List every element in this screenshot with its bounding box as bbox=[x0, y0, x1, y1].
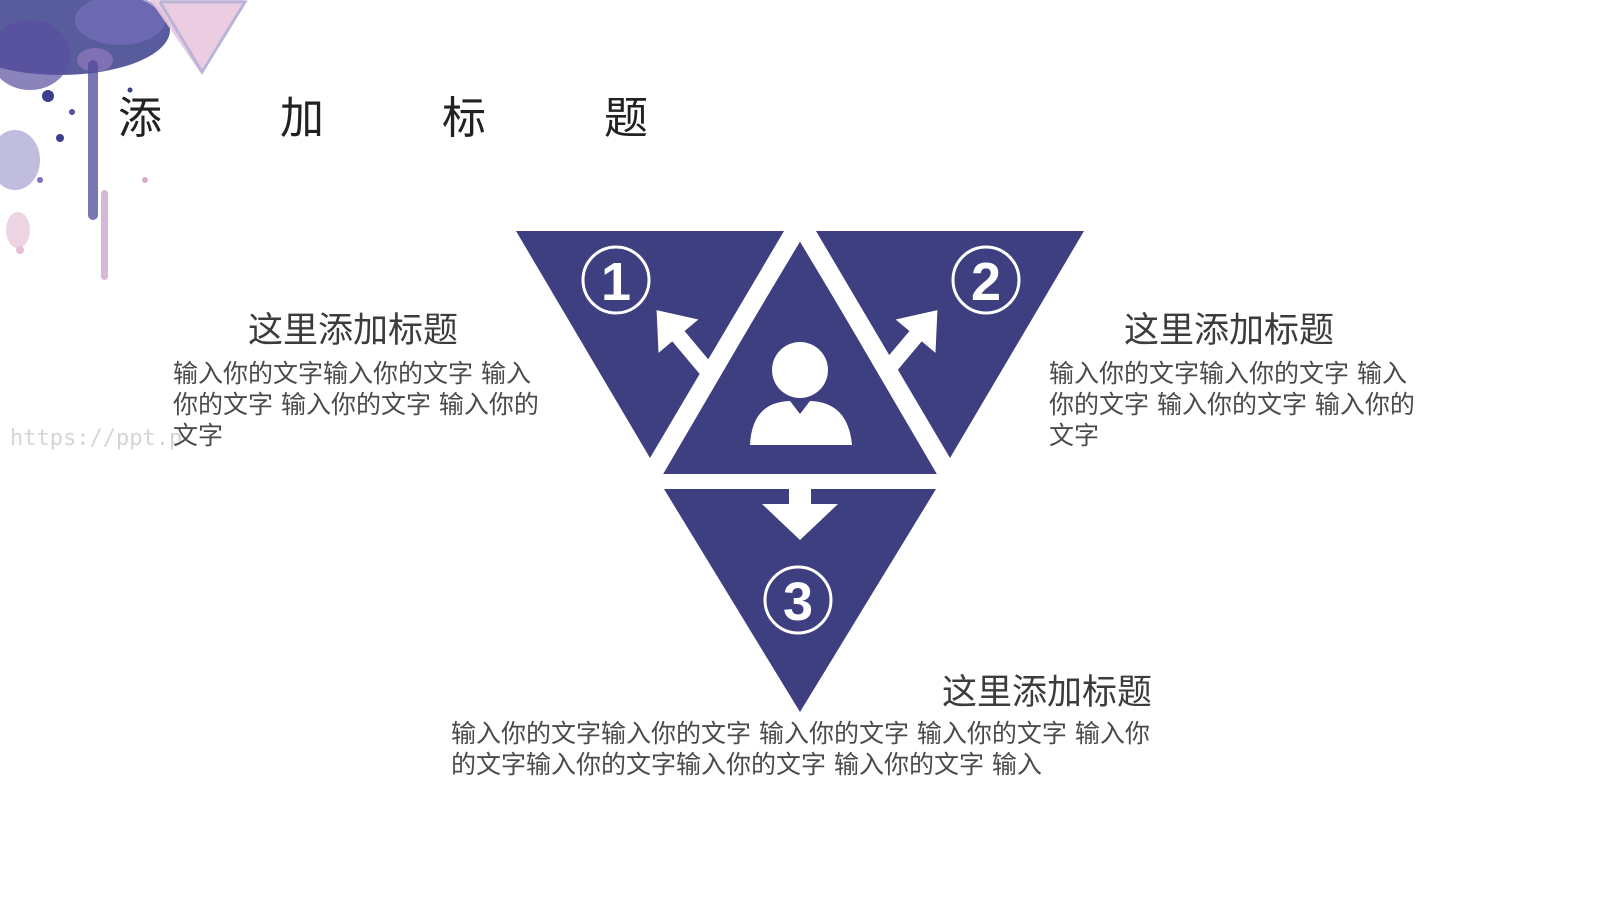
number-badge-2: 2 bbox=[951, 245, 1021, 315]
arrow-down-icon bbox=[762, 486, 838, 540]
watercolor-decoration bbox=[0, 0, 248, 280]
person-icon bbox=[750, 342, 852, 445]
block-1-heading: 这里添加标题 bbox=[248, 311, 459, 351]
number-3: 3 bbox=[783, 572, 813, 632]
number-1: 1 bbox=[601, 252, 631, 312]
watermark-text: https://ppt.p bbox=[10, 426, 183, 451]
block-3-heading: 这里添加标题 bbox=[942, 673, 1153, 713]
block-2-heading: 这里添加标题 bbox=[1124, 311, 1335, 351]
arrow-up-left-icon bbox=[656, 310, 716, 379]
number-2: 2 bbox=[971, 252, 1001, 312]
block-3-text: 输入你的文字输入你的文字 输入你的文字 输入你的文字 输入你的文字输入你的文字输… bbox=[451, 719, 1150, 779]
number-badge-3: 3 bbox=[763, 565, 833, 635]
arrow-up-right-icon bbox=[878, 310, 938, 379]
block-1-text: 输入你的文字输入你的文字 输入你的文字 输入你的文字 输入你的文字 bbox=[173, 359, 539, 450]
slide-title: 添 加 标 题 bbox=[118, 93, 700, 144]
block-2-text: 输入你的文字输入你的文字 输入你的文字 输入你的文字 输入你的文字 bbox=[1049, 359, 1415, 450]
number-badge-1: 1 bbox=[581, 245, 651, 315]
triangle-3 bbox=[664, 489, 936, 712]
